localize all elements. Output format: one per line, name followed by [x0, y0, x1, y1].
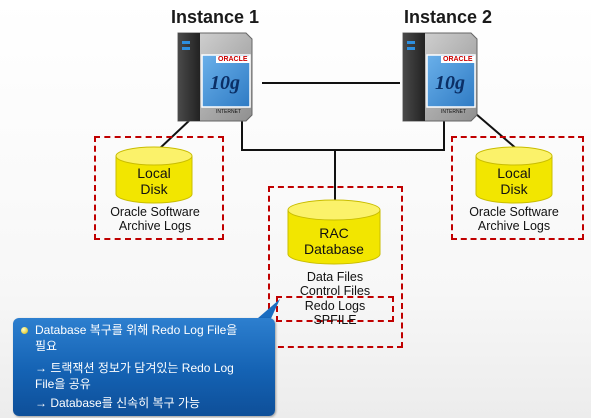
local-disk-1-caption-line2: Archive Logs [118, 219, 192, 233]
local-disk-1-group [94, 136, 224, 240]
instance-2-logo-sub: INTERNET [441, 109, 466, 115]
instance-1-logo-version: 10g [210, 72, 240, 94]
callout-line1: Database 복구를 위해 Redo Log File을 [35, 323, 238, 337]
redo-logs-highlight [276, 296, 394, 322]
connector-center-horizontal [241, 149, 445, 151]
rac-file-control-files: Control Files [299, 284, 371, 298]
local-disk-1-label-line2: Disk [140, 181, 168, 197]
callout-line3: → 트랙잭션 정보가 담겨있는 Redo Log [35, 361, 234, 375]
rac-file-spfile: SPFILE [313, 313, 357, 327]
local-disk-1-label-line1: Local [137, 165, 171, 181]
bullet-icon [21, 327, 28, 334]
local-disk-2-caption-line1: Oracle Software [469, 205, 559, 219]
instance-2-title: Instance 2 [404, 7, 493, 27]
connector-center-vertical-right [443, 104, 445, 150]
rac-file-redo-logs: Redo Logs [304, 299, 366, 313]
connector-center-vertical-left [241, 116, 243, 150]
instance-2-logo-version: 10g [435, 72, 465, 94]
instance-1-server-icon: ORACLE 10g INTERNET [172, 29, 262, 124]
local-disk-1-cylinder-icon [114, 146, 194, 206]
local-disk-2-caption-line2: Archive Logs [477, 219, 551, 233]
local-disk-2-label-line1: Local [497, 165, 531, 181]
rac-label-line1: RAC [319, 225, 349, 241]
connector-rac-vertical [334, 150, 336, 202]
local-disk-2-label-line2: Disk [500, 181, 528, 197]
local-disk-1-caption-line1: Oracle Software [110, 205, 200, 219]
connector-instances [262, 82, 400, 84]
callout-line2: 필요 [35, 339, 58, 353]
instance-1-logo-sub: INTERNET [216, 109, 241, 115]
local-disk-2-group [451, 136, 584, 240]
rac-file-data-files: Data Files [306, 270, 364, 284]
instance-2-logo-brand: ORACLE [441, 56, 475, 63]
rac-database-group [268, 186, 403, 348]
instance-2-server-icon: ORACLE 10g INTERNET [397, 29, 487, 124]
local-disk-2-cylinder-icon [474, 146, 554, 206]
callout-line4: File을 공유 [35, 377, 91, 391]
rac-database-cylinder-icon [286, 198, 382, 268]
instance-1-logo-brand: ORACLE [216, 56, 250, 63]
rac-label-line2: Database [304, 241, 364, 257]
callout-box: Database 복구를 위해 Redo Log File을 필요 → 트랙잭션… [13, 318, 275, 416]
instance-1-title: Instance 1 [171, 7, 260, 27]
callout-line5: → Database를 신속히 복구 가능 [35, 396, 201, 410]
